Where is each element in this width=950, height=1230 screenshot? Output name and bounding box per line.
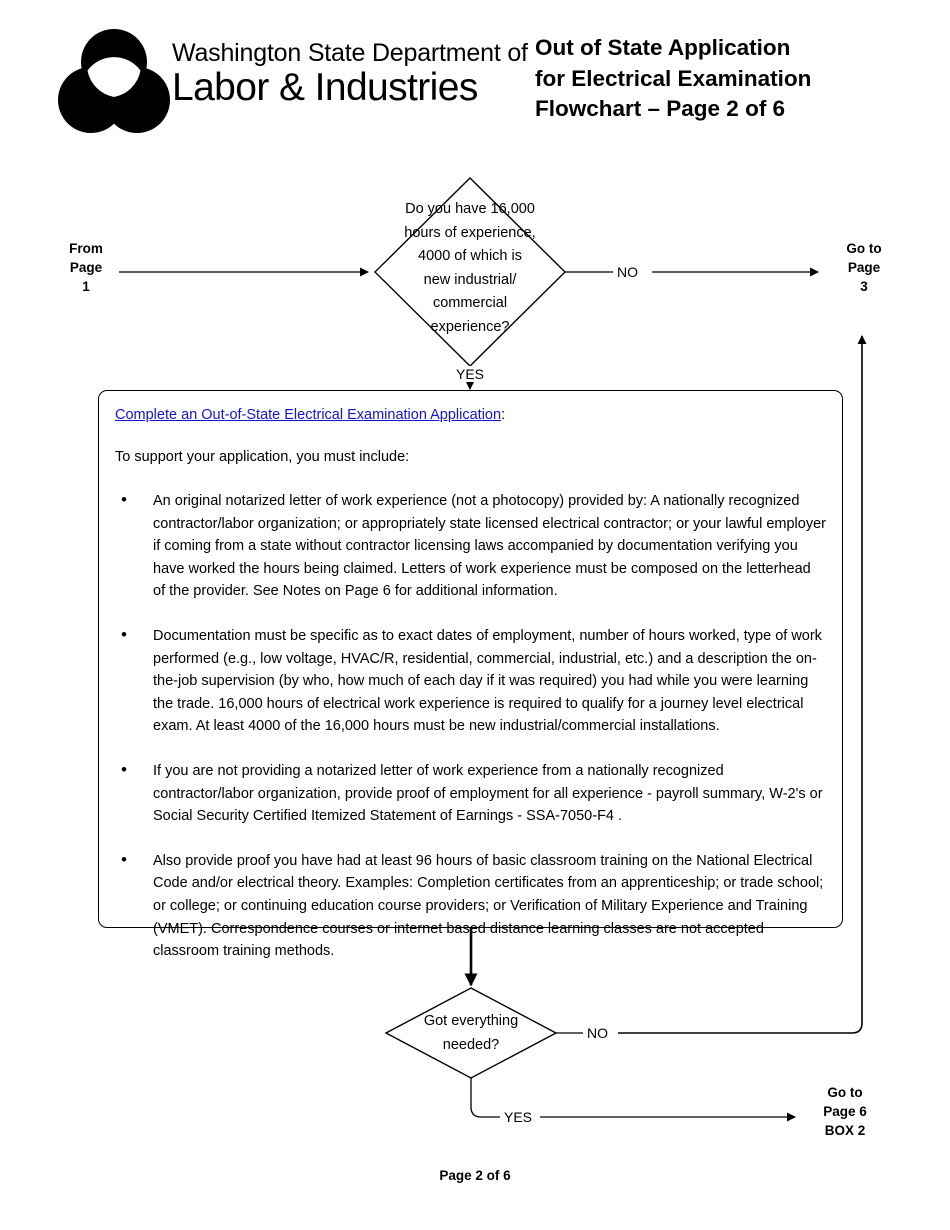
- page-title-line-1: Out of State Application: [535, 35, 791, 60]
- page-title: Out of State Application for Electrical …: [535, 33, 935, 125]
- bullet-icon: •: [121, 490, 127, 509]
- list-item: • If you are not providing a notarized l…: [115, 760, 826, 828]
- goto-page3-line-1: Go to: [846, 241, 882, 256]
- instructions-box: Complete an Out-of-State Electrical Exam…: [98, 390, 843, 959]
- decision1-line-4: new industrial/: [423, 271, 517, 288]
- decision1-line-1: Do you have 16,000: [405, 201, 535, 217]
- list-item-text: If you are not providing a notarized let…: [153, 762, 823, 825]
- from-page-line-2: Page: [69, 260, 103, 275]
- goto-page6-line-2: Page 6: [823, 1104, 867, 1119]
- list-item: • An original notarized letter of work e…: [115, 490, 826, 603]
- page-title-line-2: for Electrical Examination: [535, 65, 812, 91]
- application-link-colon: :: [501, 407, 506, 423]
- page-footer: Page 2 of 6: [439, 1168, 511, 1183]
- agency-wordmark: Washington State Department of Labor & I…: [172, 38, 528, 110]
- goto-page3-line-3: 3: [860, 279, 868, 294]
- edge-label-no-bottom: NO: [584, 1025, 611, 1041]
- list-item: • Documentation must be specific as to e…: [115, 625, 826, 738]
- bullet-icon: •: [121, 624, 127, 644]
- list-item-text: Documentation must be specific as to exa…: [153, 627, 822, 735]
- from-page-line-3: 1: [82, 279, 90, 294]
- terminal-go-to-page-6-box-2: Go to Page 6 BOX 2: [795, 1083, 895, 1140]
- edge-label-no-top: NO: [614, 264, 641, 280]
- edge-label-yes-top: YES: [453, 366, 488, 382]
- bullet-icon: •: [121, 849, 127, 869]
- agency-name-line2: Labor & Industries: [172, 66, 478, 109]
- page-header: Washington State Department of Labor & I…: [0, 0, 950, 150]
- page-title-line-3: Flowchart – Page 2 of 6: [535, 96, 786, 121]
- decision2-line-1: Got everything: [423, 1013, 519, 1029]
- goto-page6-line-3: BOX 2: [824, 1123, 866, 1138]
- three-circles-venn-logo-icon: [58, 26, 170, 138]
- goto-page6-line-1: Go to: [827, 1085, 863, 1100]
- bullet-icon: •: [121, 759, 127, 779]
- goto-page3-line-2: Page: [847, 260, 881, 275]
- requirements-list: • An original notarized letter of work e…: [115, 490, 826, 963]
- decision-diamond-experience-text: Do you have 16,000 hours of experience, …: [370, 198, 570, 339]
- out-of-state-application-link[interactable]: Complete an Out-of-State Electrical Exam…: [115, 407, 502, 423]
- agency-name-line1: Washington State Department of: [172, 39, 528, 67]
- decision-diamond-got-everything-text: Got everything needed?: [386, 1010, 556, 1057]
- from-page-line-1: From: [69, 241, 103, 256]
- application-link-line: Complete an Out-of-State Electrical Exam…: [115, 404, 826, 426]
- decision1-line-2: hours of experience,: [404, 224, 536, 241]
- decision2-line-2: needed?: [442, 1036, 500, 1053]
- list-item: • Also provide proof you have had at lea…: [115, 850, 826, 963]
- terminal-from-page-1: From Page 1: [46, 239, 126, 296]
- terminal-go-to-page-3: Go to Page 3: [822, 239, 906, 296]
- decision1-line-5: commercial: [432, 295, 508, 311]
- list-item-text: An original notarized letter of work exp…: [153, 493, 826, 600]
- instructions-intro: To support your application, you must in…: [115, 449, 410, 465]
- edge-label-yes-bottom: YES: [501, 1109, 536, 1125]
- decision1-line-6: experience?: [430, 318, 510, 335]
- decision1-line-3: 4000 of which is: [418, 248, 522, 264]
- list-item-text: Also provide proof you have had at least…: [153, 852, 824, 960]
